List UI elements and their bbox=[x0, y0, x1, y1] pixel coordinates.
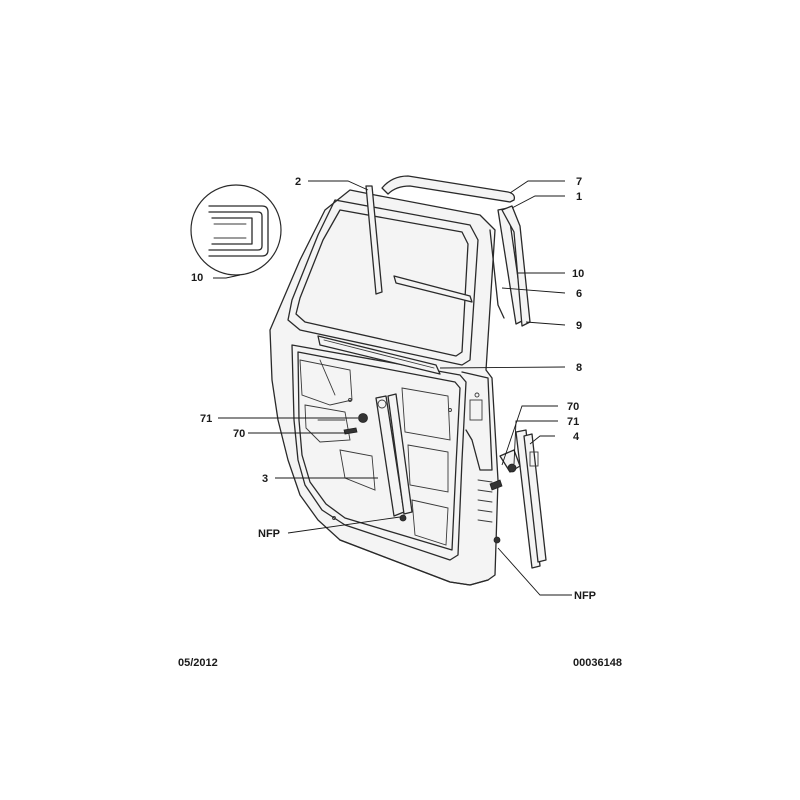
callout-nfp-right: NFP bbox=[574, 590, 596, 602]
inset-seal-detail bbox=[190, 184, 282, 279]
callout-10: 10 bbox=[572, 268, 584, 280]
callout-2: 2 bbox=[295, 176, 301, 188]
callout-9: 9 bbox=[576, 320, 582, 332]
callout-71-left: 71 bbox=[200, 413, 212, 425]
callout-3: 3 bbox=[262, 473, 268, 485]
door-shell bbox=[269, 189, 499, 586]
part-3-regulator-rail bbox=[375, 393, 413, 522]
part-9-belt-strip bbox=[393, 275, 473, 303]
leader-lines bbox=[218, 180, 572, 596]
callout-labels: 2 7 1 10 10 6 9 8 70 71 71 70 4 3 NFP NF… bbox=[191, 176, 596, 602]
callout-4: 4 bbox=[573, 431, 580, 443]
callout-7: 7 bbox=[576, 176, 582, 188]
callout-1: 1 bbox=[576, 191, 582, 203]
fastener-nfp-right bbox=[493, 536, 501, 544]
callout-10-inset: 10 bbox=[191, 272, 203, 284]
callout-8: 8 bbox=[576, 362, 582, 374]
footer-date: 05/2012 bbox=[178, 657, 218, 669]
part-2-glass-strip bbox=[365, 185, 383, 295]
part-8-waist-seal bbox=[317, 335, 441, 375]
callout-70-right: 70 bbox=[567, 401, 579, 413]
footer-reference: 00036148 bbox=[573, 657, 622, 669]
part-6-seal bbox=[489, 229, 505, 319]
callout-71-right: 71 bbox=[567, 416, 579, 428]
callout-70-left: 70 bbox=[233, 428, 245, 440]
part-1-run-channel bbox=[497, 205, 531, 327]
part-7-top-seal bbox=[381, 175, 516, 203]
callout-6: 6 bbox=[576, 288, 582, 300]
fastener-70-71-right bbox=[489, 463, 517, 491]
callout-nfp-left: NFP bbox=[258, 528, 280, 540]
